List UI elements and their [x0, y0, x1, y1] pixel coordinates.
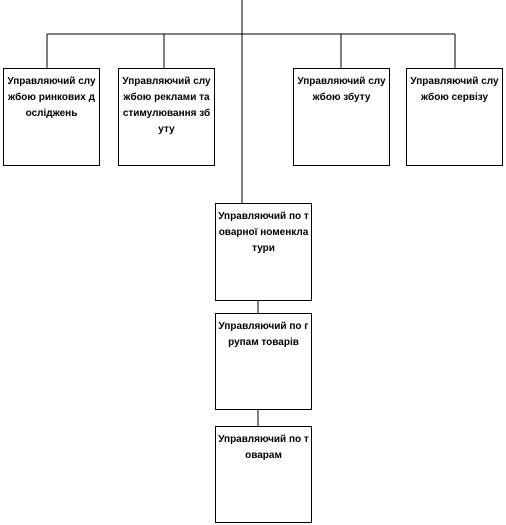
node-label: Управляючий службою збуту	[297, 76, 386, 103]
node-label: Управляючий службою реклами та стимулюва…	[122, 76, 211, 135]
node-market-research-manager: Управляючий службою ринкових досліджень	[3, 68, 100, 166]
node-label: Управляючий службою сервізу	[410, 76, 499, 103]
node-label: Управляючий службою ринкових досліджень	[7, 76, 96, 119]
node-label: Управляючий по групам товарів	[218, 321, 309, 348]
node-product-nomenclature-manager: Управляючий по товарної номенклатури	[215, 203, 312, 301]
node-product-groups-manager: Управляючий по групам товарів	[215, 313, 312, 410]
node-label: Управляючий по товарам	[218, 434, 309, 461]
node-products-manager: Управляючий по товарам	[215, 426, 312, 523]
node-advertising-manager: Управляючий службою реклами та стимулюва…	[118, 68, 215, 166]
node-service-manager: Управляючий службою сервізу	[406, 68, 503, 166]
node-label: Управляючий по товарної номенклатури	[218, 211, 309, 254]
node-sales-manager: Управляючий службою збуту	[293, 68, 390, 166]
